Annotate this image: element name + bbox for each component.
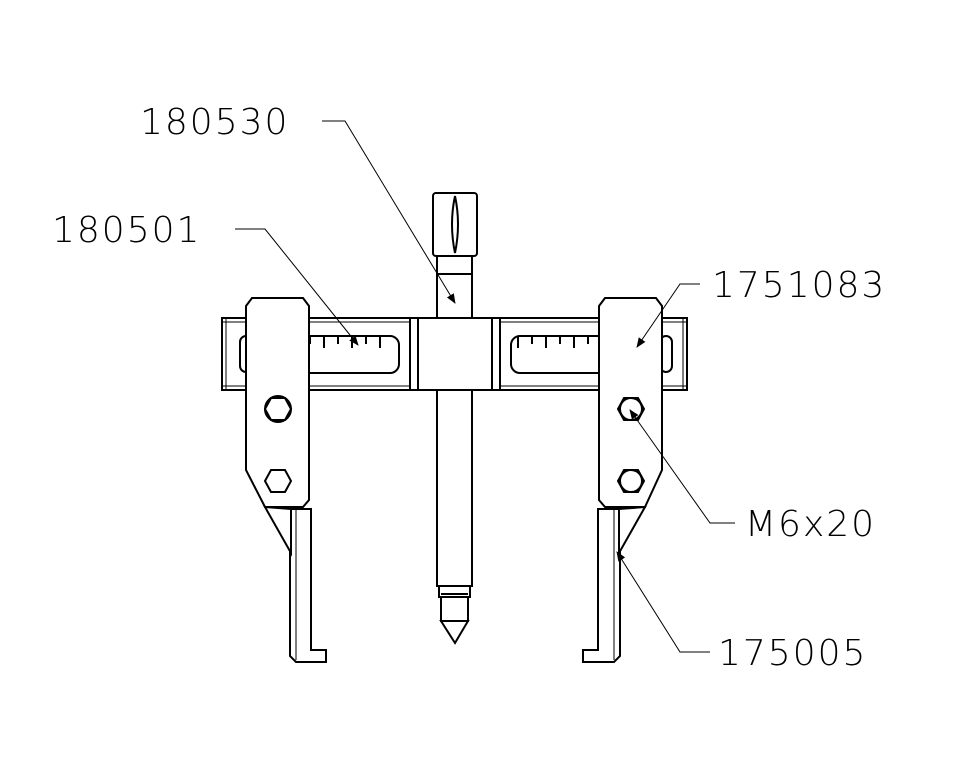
label-m6x20: M6x20 [745, 504, 876, 545]
leader-lines [235, 120, 735, 653]
label-1751083: 1751083 [712, 265, 886, 306]
right-jaw [582, 297, 663, 663]
label-180530: 180530 [140, 102, 289, 143]
forcing-screw [432, 192, 478, 645]
left-jaw [245, 297, 327, 663]
label-180501: 180501 [52, 210, 201, 251]
label-175005: 175005 [718, 633, 867, 674]
